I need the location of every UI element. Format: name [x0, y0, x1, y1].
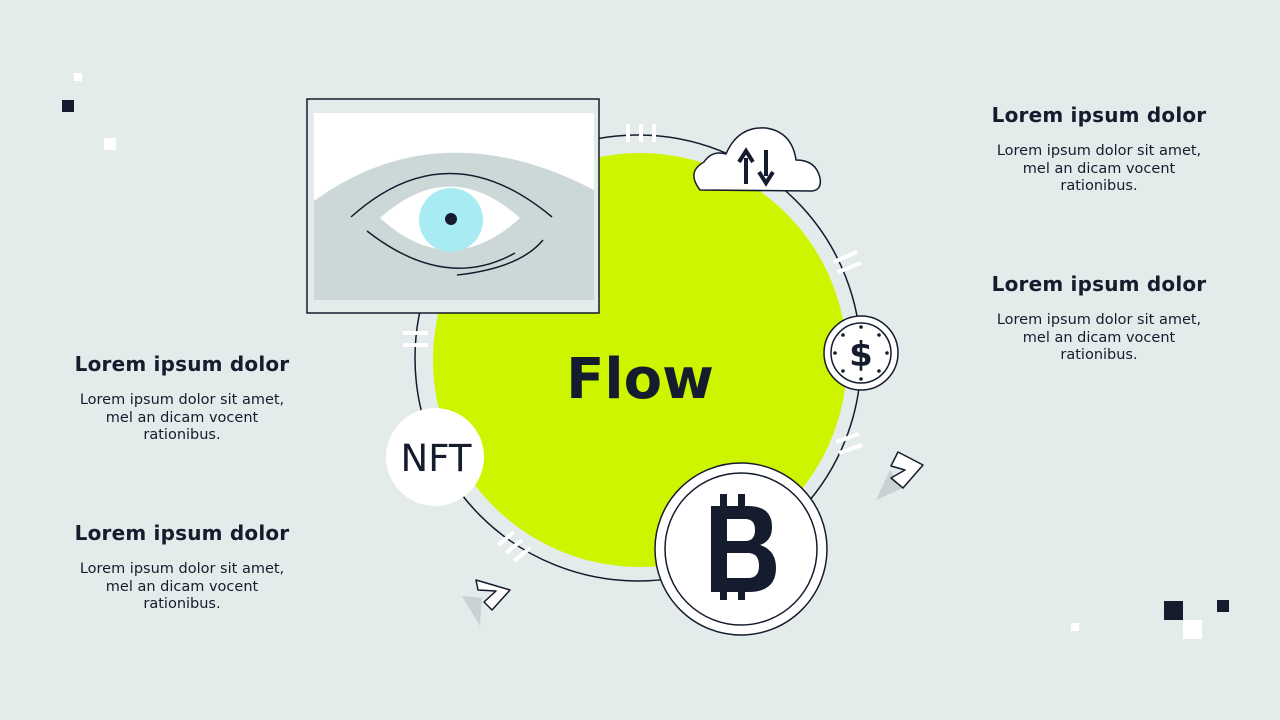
block-heading: Lorem ipsum dolor — [991, 103, 1207, 127]
nft-badge — [386, 408, 484, 506]
text-block-top-right: Lorem ipsum dolor Lorem ipsum dolor sit … — [969, 103, 1229, 196]
bitcoin-coin-icon — [654, 462, 828, 636]
arrow-icon — [462, 579, 511, 626]
dollar-coin-icon: $ — [823, 315, 899, 391]
decor-square — [1183, 620, 1202, 639]
text-block-middle-left: Lorem ipsum dolor Lorem ipsum dolor sit … — [52, 352, 312, 445]
ring-ticks — [403, 124, 863, 563]
block-text: Lorem ipsum dolor sit amet, mel an dicam… — [79, 561, 285, 612]
center-title: Flow — [566, 347, 714, 412]
block-text: Lorem ipsum dolor sit amet, mel an dicam… — [996, 143, 1202, 194]
block-heading: Lorem ipsum dolor — [991, 272, 1207, 296]
nft-label: NFT — [401, 437, 472, 480]
block-text: Lorem ipsum dolor sit amet, mel an dicam… — [79, 392, 285, 443]
arrow-icon — [876, 451, 924, 500]
cloud-transfer-icon — [693, 127, 822, 192]
eye-icon — [306, 98, 600, 314]
decor-square — [1071, 623, 1079, 631]
decor-square — [74, 73, 82, 81]
decor-square — [1217, 600, 1229, 612]
text-block-middle-right: Lorem ipsum dolor Lorem ipsum dolor sit … — [969, 272, 1229, 365]
block-heading: Lorem ipsum dolor — [74, 352, 290, 376]
svg-text:$: $ — [849, 335, 873, 375]
block-text: Lorem ipsum dolor sit amet, mel an dicam… — [996, 312, 1202, 363]
block-heading: Lorem ipsum dolor — [74, 521, 290, 545]
decor-square — [62, 100, 74, 112]
decor-square — [1164, 601, 1183, 620]
decor-square — [104, 138, 116, 150]
text-block-bottom-left: Lorem ipsum dolor Lorem ipsum dolor sit … — [52, 521, 312, 614]
